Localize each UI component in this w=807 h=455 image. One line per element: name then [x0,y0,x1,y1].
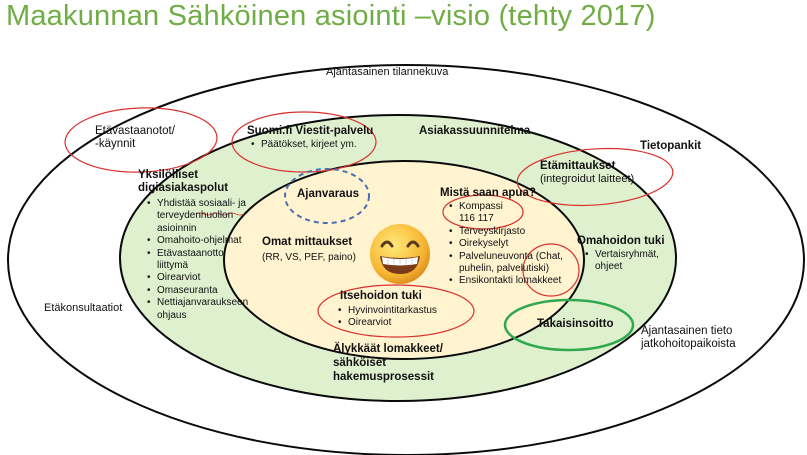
etavastaanotot-label: Etävastaanotot/ -käynnit [95,125,175,151]
takaisinsoitto-label: Takaisinsoitto [537,318,614,330]
mista-apua-item: Palveluneuvonta (Chat, puhelin, palvelut… [449,250,563,276]
omahoidon-tuki-block: Omahoidon tuki Vertaisryhmät, ohjeet [577,235,665,274]
suomifi-highlight [231,111,377,173]
omahoidon-tuki-item-text: Vertaisryhmät, [595,249,659,260]
ajanvaraus-highlight [284,168,370,224]
ajantasainen-tieto-line-1: Ajantasainen tieto [641,325,733,337]
itsehoidon-tuki-heading: Itsehoidon tuki [340,290,422,302]
yksilolliset-item: Nettiajanvaraukseen ohjaus [147,297,249,322]
yksilolliset-item-text: ohjaus [157,309,187,321]
yksilolliset-item: Etävastaanotto liittymä [147,247,248,273]
ajantasainen-tieto-label: Ajantasainen tieto jatkohoitopaikoista [641,325,736,351]
yksilolliset-item: Yhdistää sosiaali- ja terveydenhuollon a… [147,198,248,235]
ajanvaraus-label: Ajanvaraus [297,188,360,200]
suomifi-item: Päätökset, kirjeet ym. [251,139,373,152]
mista-apua-item: Ensikontakti lomakkeet [449,275,563,288]
yksilolliset-item-text: liittymä [157,260,189,272]
yksilolliset-item-text: asioinnin [157,222,197,234]
omahoidon-tuki-item-text: ohjeet [595,261,623,273]
yksilolliset-item-text: terveydenhuollon [157,210,234,222]
suomifi-block: Suomi.fi Viestit-palvelu Päätökset, kirj… [247,125,374,152]
ajantasainen-tieto-line-2: jatkohoitopaikoista [641,338,736,350]
smiling-face-emoji-icon [370,224,430,284]
alykkaat-line-3: hakemusprosessit [333,371,434,383]
yksilolliset-heading-2: digiasiakaspolut [138,182,229,194]
omahoidon-tuki-heading: Omahoidon tuki [577,235,665,247]
itsehoidon-tuki-block: Itsehoidon tuki Hyvinvointitarkastus Oir… [338,290,437,330]
etamittaukset-sub: (integroidut laitteet) [540,173,635,185]
takaisinsoitto-highlight [503,298,635,352]
etavastaanotot-line-1: Etävastaanotot/ [95,125,175,137]
mista-apua-item: Terveyskirjasto [449,226,563,239]
yksilolliset-item-text: Yhdistää sosiaali- ja [157,198,246,209]
etavastaanotot-line-2: -käynnit [95,138,136,150]
alykkaat-line-2: sähköiset [333,357,387,369]
omat-mittaukset-sub: (RR, VS, PEF, paino) [262,252,356,263]
etamittaukset-heading: Etämittaukset [540,160,616,172]
etamittaukset-highlight [516,147,674,207]
etamittaukset-block: Etämittaukset (integroidut laitteet) [540,160,634,186]
yksilolliset-item: Oirearviot [147,272,248,285]
mista-apua-item-text: 116 117 [459,213,494,225]
mista-apua-item-text: Palveluneuvonta (Chat, [459,250,563,262]
omahoidon-tuki-item: Vertaisryhmät, ohjeet [585,249,665,274]
yksilolliset-item: Omahoito-ohjelmat [147,235,248,248]
omat-mittaukset-block: Omat mittaukset (RR, VS, PEF, paino) [262,236,356,264]
etakonsultaatiot-label: Etäkonsultaatiot [44,302,123,314]
yksilolliset-heading-1: Yksilölliset [138,169,199,181]
itsehoidon-highlight [317,284,475,338]
mista-apua-item: Oirekyselyt [449,238,563,251]
alykkaat-line-1: Älykkäät lomakkeet/ [333,343,443,355]
mista-apua-heading: Mistä saan apua? [440,187,536,199]
tietopankit-label: Tietopankit [640,140,702,152]
asiakassuunnitelma-label: Asiakassuunnitelma [419,125,531,137]
etavastaanotot-highlight [64,107,218,173]
mista-apua-item-text: puhelin, palvelutiski) [459,263,550,275]
page-title: Maakunnan Sähköinen asiointi –visio (teh… [6,0,656,32]
mista-apua-item-text: Kompassi [459,201,503,212]
yksilolliset-item-text: Etävastaanotto [157,247,224,259]
mista-apua-item: Kompassi 116 117 [449,201,563,226]
ajantasainen-tilannekuva-label: Ajantasainen tilannekuva [326,66,449,78]
alykkaat-block: Älykkäät lomakkeet/ sähköiset hakemuspro… [333,342,443,384]
itsehoidon-tuki-item: Oirearviot [338,317,437,330]
yksilolliset-item-text: Nettiajanvaraukseen [157,297,249,309]
suomifi-heading: Suomi.fi Viestit-palvelu [247,125,374,137]
yksilolliset-item: Omaseuranta [147,285,248,298]
itsehoidon-tuki-item: Hyvinvointitarkastus [338,305,437,318]
mista-apua-block: Mistä saan apua? Kompassi 116 117 Tervey… [440,187,563,288]
yksilolliset-block: Yksilölliset digiasiakaspolut Yhdistää s… [138,169,248,322]
omat-mittaukset-heading: Omat mittaukset [262,236,353,248]
